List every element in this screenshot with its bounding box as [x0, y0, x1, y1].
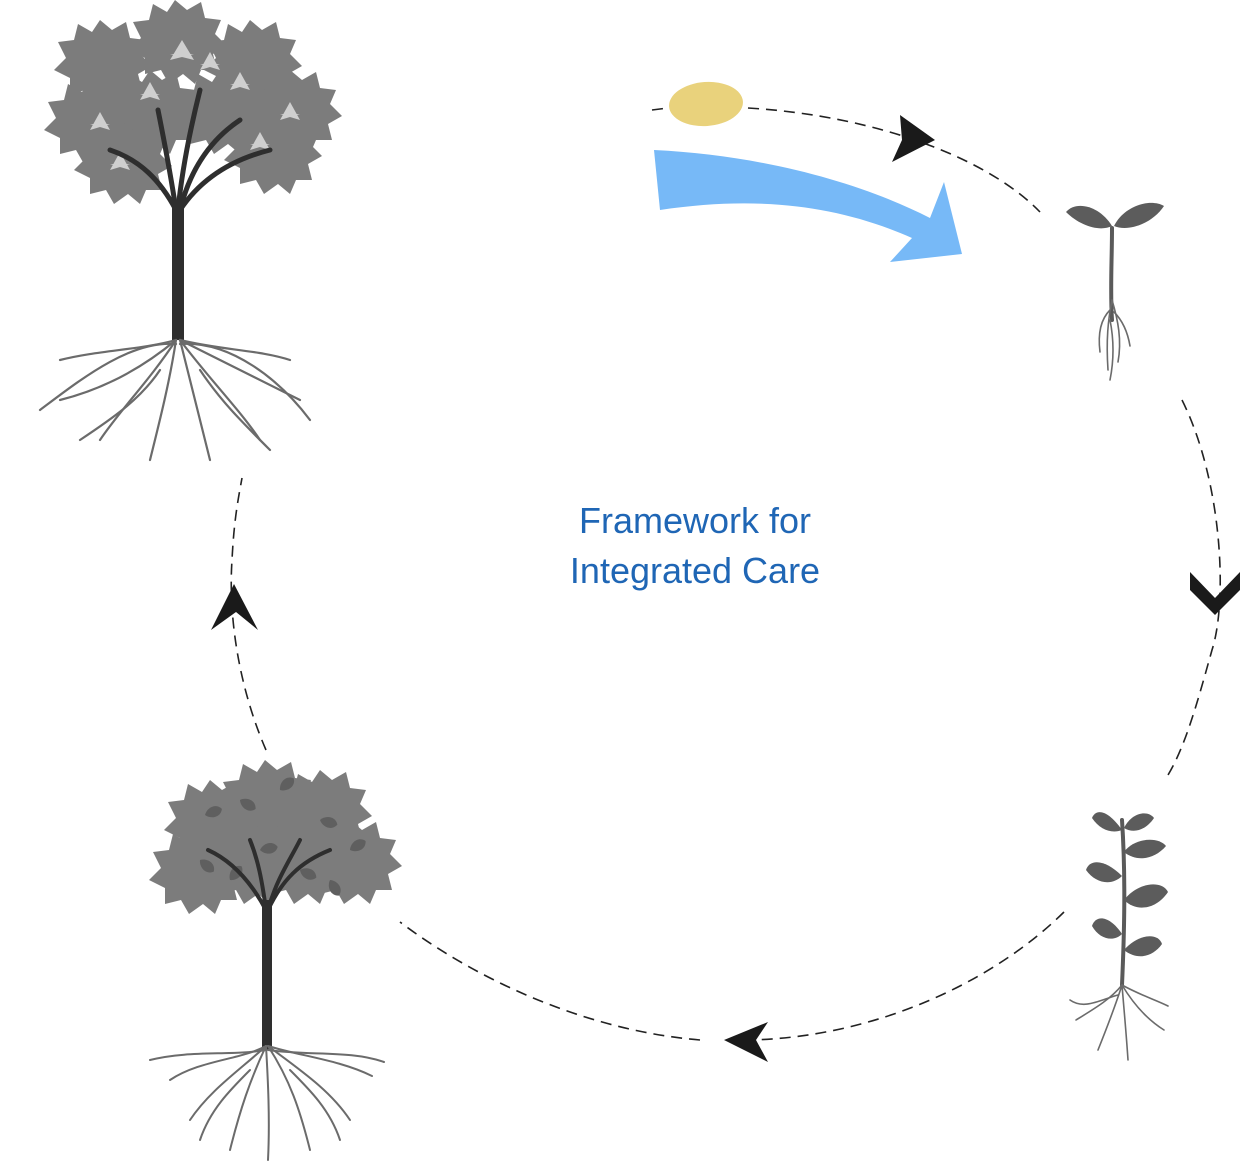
- chevron-arrows: [211, 115, 1240, 1062]
- chevron-down-icon: [1190, 572, 1240, 615]
- chevron-up-icon: [211, 584, 258, 630]
- chevron-left-icon: [724, 1022, 768, 1062]
- flowering-tree-icon: [38, 0, 342, 462]
- title-line-1: Framework for: [578, 500, 812, 541]
- title-line-2: Integrated Care: [569, 550, 821, 591]
- chevron-right-icon: [892, 115, 935, 162]
- young-plant-icon: [1069, 812, 1169, 1061]
- tree-icon: [149, 760, 402, 1161]
- diagram-title: Framework for Integrated Care: [470, 496, 920, 596]
- highlight-arrow: [654, 150, 962, 262]
- seed-icon: [669, 81, 743, 127]
- sprout-icon: [1066, 202, 1164, 381]
